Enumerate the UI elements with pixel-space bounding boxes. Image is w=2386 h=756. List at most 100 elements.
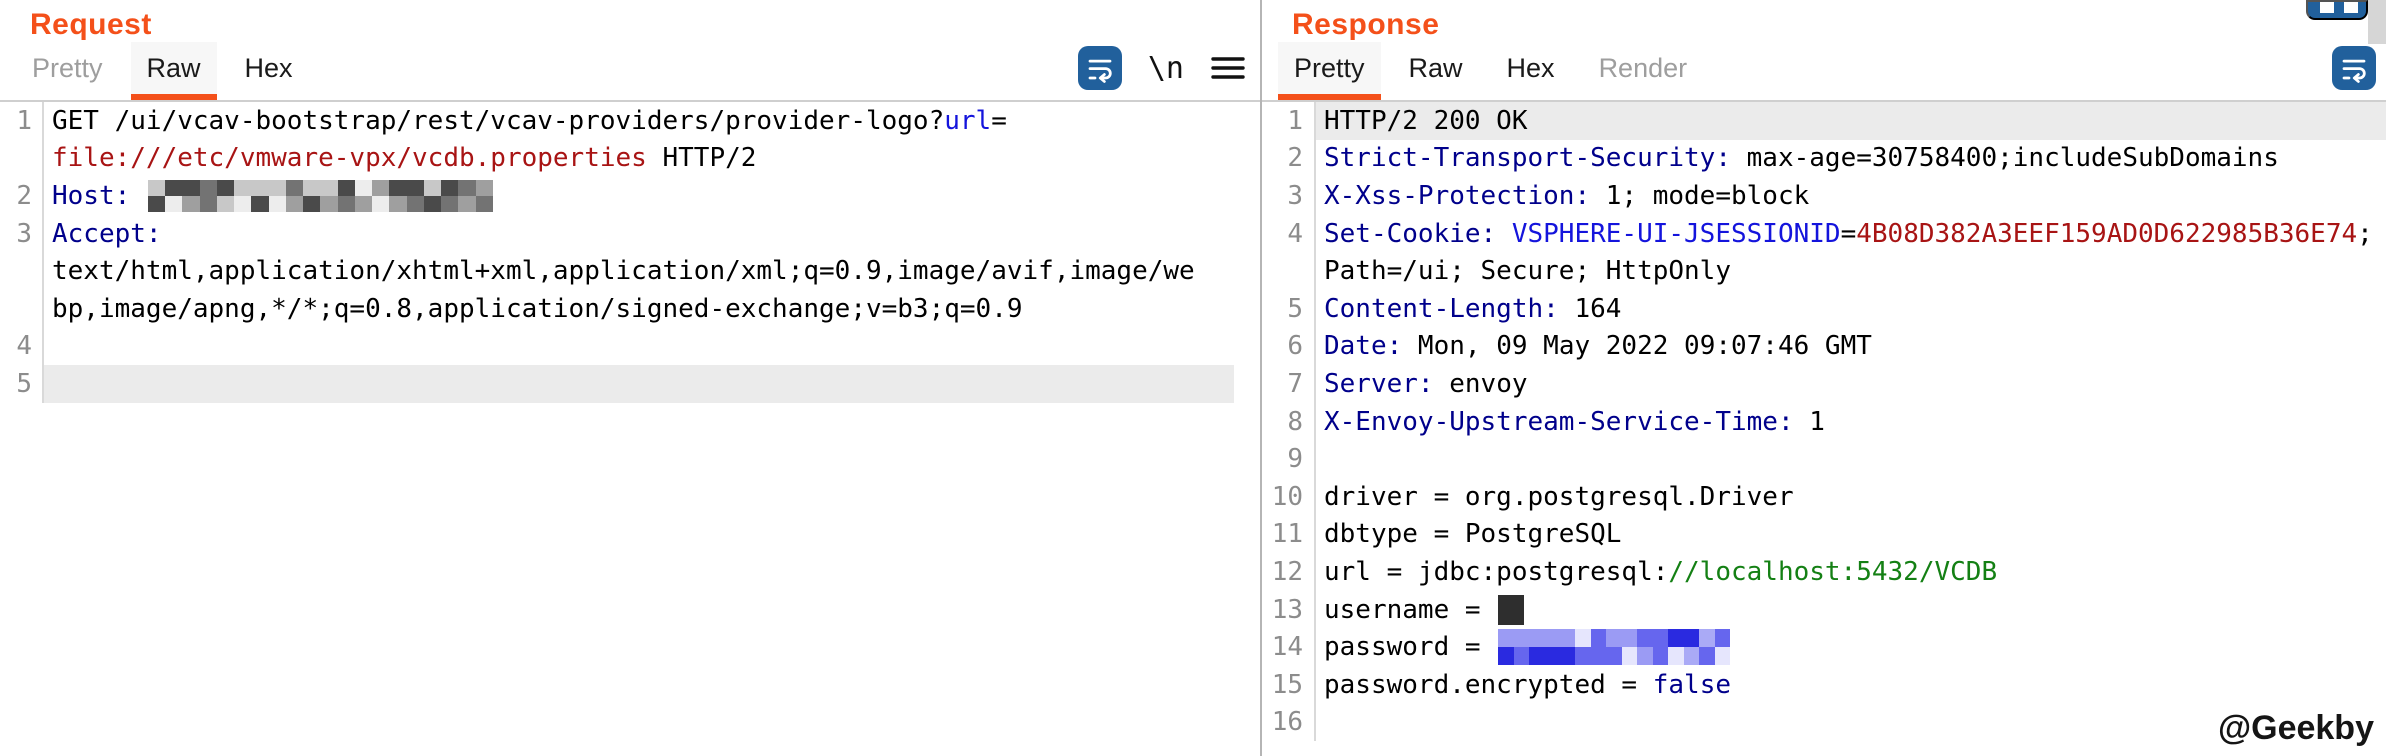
code-segment: Strict-Transport-Security:: [1324, 143, 1731, 174]
code-segment: X-Envoy-Upstream-Service-Time:: [1324, 406, 1794, 437]
line-number: 4: [1262, 214, 1316, 253]
code-segment: 1; mode=block: [1590, 180, 1810, 211]
request-title: Request: [30, 8, 152, 41]
code-segment: //localhost:5432/VCDB: [1668, 556, 1998, 587]
code-segment: HTTP/2 200 OK: [1324, 105, 1528, 136]
code-segment: [1496, 219, 1512, 249]
redacted-value: [1498, 629, 1730, 666]
code-segment: Server:: [1324, 368, 1434, 399]
code-segment: false: [1652, 669, 1732, 700]
line-number: [0, 139, 44, 178]
code-segment: password =: [1324, 632, 1497, 663]
line-number: 11: [1262, 515, 1316, 554]
code-text: Path=/ui; Secure; HttpOnly: [1316, 252, 2386, 290]
line-number: [0, 252, 44, 290]
tab-pretty[interactable]: Pretty: [1278, 42, 1381, 100]
word-wrap-button[interactable]: [2332, 46, 2376, 90]
code-text: Date: Mon, 09 May 2022 09:07:46 GMT: [1316, 328, 2386, 366]
code-text: url = jdbc:postgresql://localhost:5432/V…: [1316, 553, 2386, 591]
code-text: Set-Cookie: VSPHERE-UI-JSESSIONID=4B08D3…: [1316, 215, 2386, 253]
code-text: username =: [1316, 591, 2386, 629]
tab-pretty[interactable]: Pretty: [16, 42, 119, 100]
panel-split-divider[interactable]: [1260, 0, 1262, 756]
redacted-value: [1498, 594, 1525, 625]
line-number: 9: [1262, 440, 1316, 478]
code-segment: Date:: [1324, 331, 1403, 362]
code-line: 5: [0, 365, 1260, 403]
code-segment: ;: [2357, 218, 2373, 249]
inspector-corner-button[interactable]: [2306, 0, 2368, 20]
code-segment: file:///etc/vmware-vpx/vcdb.properties: [52, 143, 647, 174]
line-number: 4: [0, 327, 44, 366]
line-number: 14: [1262, 628, 1316, 666]
code-segment: Mon, 09 May 2022 09:07:46 GMT: [1402, 331, 1872, 362]
code-line: 9: [1262, 440, 2386, 478]
tab-raw[interactable]: Raw: [1393, 42, 1479, 100]
code-text: Strict-Transport-Security: max-age=30758…: [1316, 140, 2386, 178]
code-text: HTTP/2 200 OK: [1316, 102, 2386, 140]
line-number: 2: [1262, 139, 1316, 178]
code-segment: 4B08D382A3EEF159AD0D622985B36E74: [1856, 218, 2358, 249]
code-text: password =: [1316, 628, 2386, 666]
code-line: Path=/ui; Secure; HttpOnly: [1262, 252, 2386, 290]
line-number: [0, 289, 44, 328]
response-title: Response: [1292, 8, 1440, 41]
tab-hex[interactable]: Hex: [229, 42, 309, 100]
code-segment: X-Xss-Protection:: [1324, 180, 1591, 211]
word-wrap-button[interactable]: [1077, 46, 1122, 90]
request-toolbar: \n: [1077, 46, 1246, 90]
code-line: 16: [1262, 703, 2386, 742]
line-number: 16: [1262, 703, 1316, 742]
line-number: 13: [1262, 590, 1316, 629]
line-number: 3: [0, 214, 44, 253]
code-line: 13 username =: [1262, 590, 2386, 629]
tab-hex[interactable]: Hex: [1491, 42, 1571, 100]
hamburger-menu-icon: [1210, 54, 1246, 82]
code-text: file:///etc/vmware-vpx/vcdb.properties H…: [44, 140, 1234, 178]
code-text: driver = org.postgresql.Driver: [1316, 478, 2386, 516]
code-text: dbtype = PostgreSQL: [1316, 516, 2386, 554]
watermark-text: @Geekby: [2217, 709, 2374, 747]
tab-render[interactable]: Render: [1583, 42, 1704, 100]
line-number: 2: [0, 177, 44, 215]
code-line: 2 Host:: [0, 177, 1260, 215]
code-segment: Host:: [52, 180, 131, 211]
code-text: text/html,application/xhtml+xml,applicat…: [44, 252, 1234, 290]
code-segment: =: [991, 105, 1007, 136]
code-segment: url = jdbc:postgresql:: [1324, 556, 1669, 587]
editor-menu-button[interactable]: [1210, 54, 1246, 82]
corner-spacer: [2368, 0, 2386, 44]
code-segment: max-age=30758400;includeSubDomains: [1731, 143, 2279, 174]
line-number: 5: [1262, 289, 1316, 328]
code-segment: text/html,application/xhtml+xml,applicat…: [52, 256, 1195, 287]
code-segment: password.encrypted =: [1324, 669, 1653, 700]
code-segment: GET /ui/vcav-bootstrap/rest/vcav-provide…: [52, 105, 945, 136]
word-wrap-icon: [1077, 46, 1122, 90]
code-text: Host:: [44, 177, 1234, 215]
code-segment: VSPHERE-UI-JSESSIONID: [1511, 218, 1841, 249]
show-newlines-button[interactable]: \n: [1148, 51, 1184, 86]
code-text: bp,image/apng,*/*;q=0.8,application/sign…: [44, 290, 1234, 328]
tab-raw[interactable]: Raw: [130, 42, 217, 100]
code-text: [44, 328, 1234, 366]
code-text: GET /ui/vcav-bootstrap/rest/vcav-provide…: [44, 102, 1234, 140]
line-number: 3: [1262, 177, 1316, 215]
newline-icon: \n: [1147, 50, 1184, 86]
code-text: Server: envoy: [1316, 365, 2386, 403]
code-line: file:///etc/vmware-vpx/vcdb.properties H…: [0, 139, 1260, 178]
code-text: X-Envoy-Upstream-Service-Time: 1: [1316, 403, 2386, 441]
word-wrap-icon: [2332, 46, 2376, 90]
code-segment: username =: [1324, 594, 1497, 625]
line-number: 1: [1262, 102, 1316, 140]
line-number: 12: [1262, 553, 1316, 591]
